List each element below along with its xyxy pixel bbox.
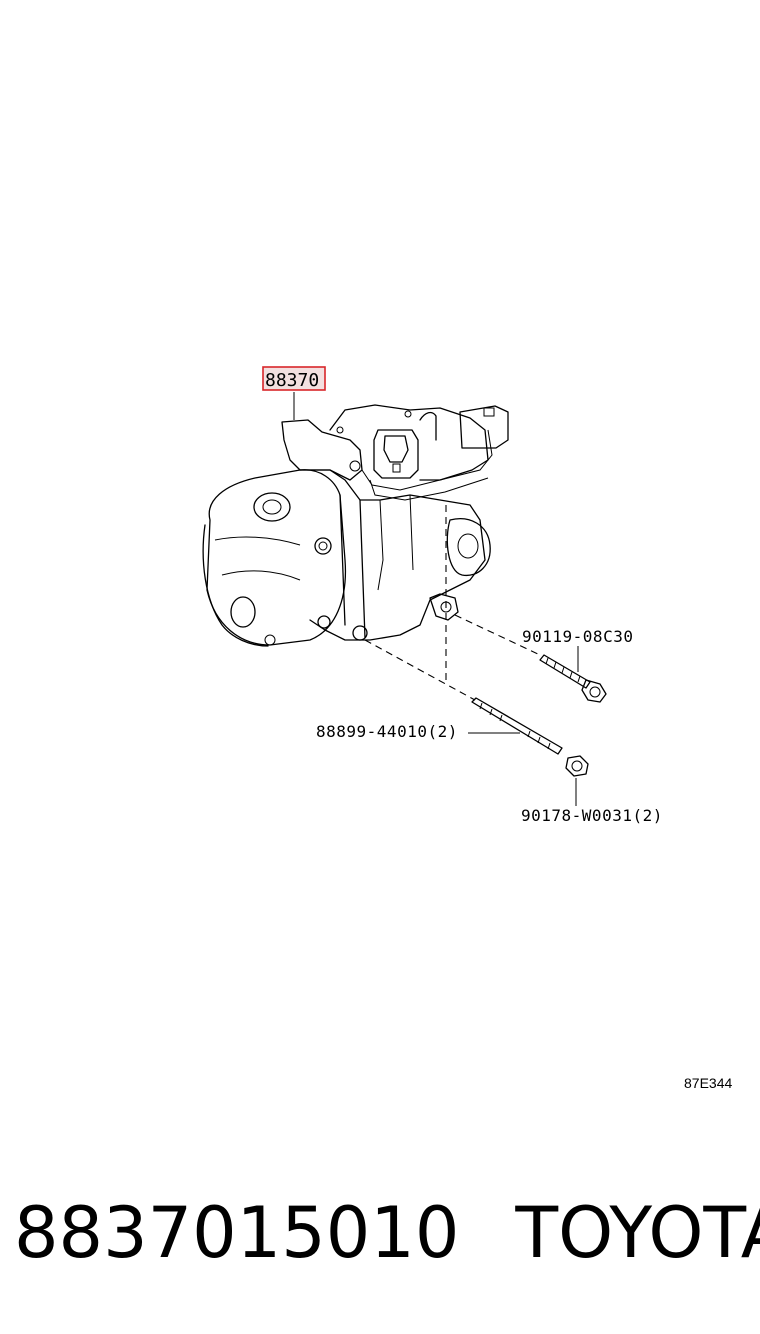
bolt-illustration <box>539 654 607 703</box>
stud-illustration <box>471 697 563 755</box>
drawing-id: 87E344 <box>684 1075 732 1091</box>
footer-caption: 8837015010 TOYOTA <box>14 1188 760 1278</box>
nut-part-label[interactable]: 90178-W0031(2) <box>521 806 663 825</box>
main-part-label[interactable]: 88370 <box>265 370 319 391</box>
bolt-part-label[interactable]: 90119-08C30 <box>522 627 633 646</box>
footer-part-number: 8837015010 <box>14 1192 460 1274</box>
main-callout-box <box>262 366 326 391</box>
footer-brand: TOYOTA <box>515 1192 760 1274</box>
compressor-illustration <box>202 404 541 701</box>
stud-part-label[interactable]: 88899-44010(2) <box>316 722 458 741</box>
nut-illustration <box>565 755 589 777</box>
